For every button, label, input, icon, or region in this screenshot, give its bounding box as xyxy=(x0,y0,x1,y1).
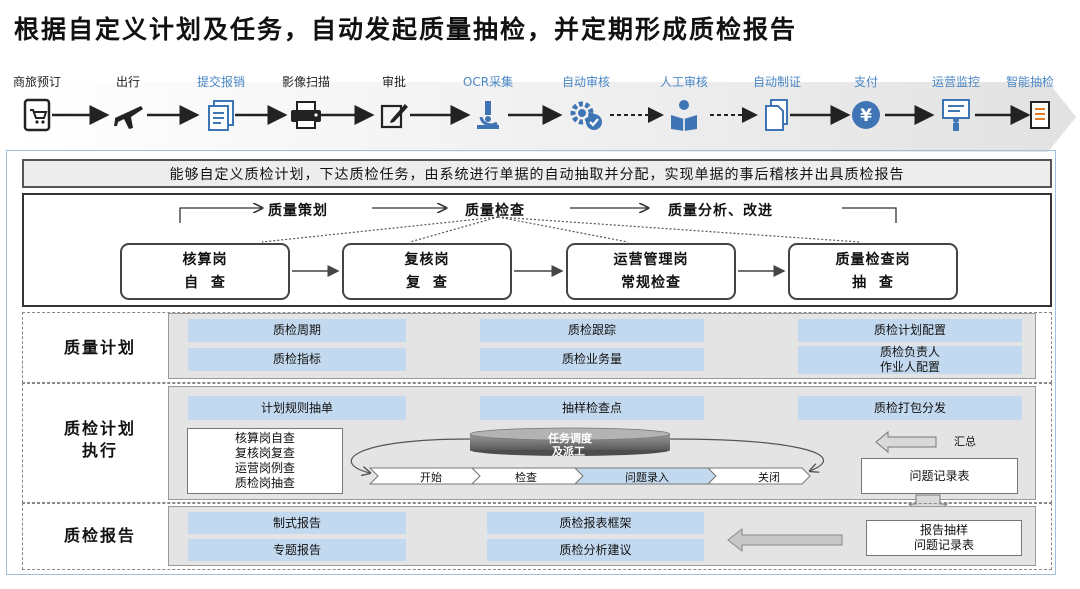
svg-text:¥: ¥ xyxy=(860,106,872,126)
step-label-inspection: 智能抽检 xyxy=(1005,75,1055,89)
self-check-review: 复核岗复查 xyxy=(234,446,295,460)
role-quality-action: 抽 查 xyxy=(852,274,894,291)
role-connectors xyxy=(292,265,786,277)
step-label-auto-audit: 自动审核 xyxy=(561,75,611,89)
submit-document-icon xyxy=(202,96,240,134)
chip-standard-report: 制式报告 xyxy=(188,512,406,534)
section-plan-execution xyxy=(22,383,1052,503)
step-label-travel: 出行 xyxy=(115,75,141,89)
section-exec-label-line1: 质检计划 xyxy=(63,419,136,438)
role-accounting-action: 自 查 xyxy=(184,274,226,291)
scanner-icon xyxy=(287,96,325,134)
role-accounting: 核算岗 自 查 xyxy=(120,243,290,300)
description-banner: 能够自定义质检计划，下达质检任务，由系统进行单据的自动抽取并分配，实现单据的事后… xyxy=(22,159,1052,188)
step-label-manual-audit: 人工审核 xyxy=(659,75,709,89)
step-label-approve: 审批 xyxy=(381,75,407,89)
chip-checkpoints: 抽样检查点 xyxy=(480,396,704,420)
role-quality-title: 质量检查岗 xyxy=(835,251,911,268)
self-check-list: 核算岗自查 复核岗复查 运营岗例查 质检岗抽查 xyxy=(187,428,343,494)
step-label-scan: 影像扫描 xyxy=(281,75,331,89)
main-frame xyxy=(6,150,1056,575)
chip-package-dispatch: 质检打包分发 xyxy=(798,396,1022,420)
chevron-issue-entry: 问题录入 xyxy=(625,471,669,484)
chip-volume: 质检业务量 xyxy=(480,348,704,371)
chevron-check: 检查 xyxy=(515,471,537,484)
chip-indicators: 质检指标 xyxy=(188,348,406,371)
dispatch-label-1: 任务调度 xyxy=(548,432,592,445)
chevron-start: 开始 xyxy=(420,471,442,484)
chip-cycle: 质检周期 xyxy=(188,319,406,342)
chip-rule-sampling: 计划规则抽单 xyxy=(188,396,406,420)
approval-pen-icon xyxy=(375,96,413,134)
section-exec-label: 质检计划 执行 xyxy=(30,410,170,470)
section-quality-plan xyxy=(22,312,1052,383)
chip-special-report: 专题报告 xyxy=(188,539,406,561)
process-connectors xyxy=(52,105,1031,125)
chip-report-framework: 质检报表框架 xyxy=(487,512,704,534)
section-quality-report xyxy=(22,503,1052,570)
section-report-label: 质检报告 xyxy=(63,526,136,545)
role-operations: 运营管理岗 常规检查 xyxy=(566,243,736,300)
role-accounting-title: 核算岗 xyxy=(182,251,228,268)
person-reading-icon xyxy=(665,96,703,134)
role-review-action: 复 查 xyxy=(406,274,448,291)
phase-inspection: 质量检查 xyxy=(465,203,525,219)
summary-arrow xyxy=(875,430,937,454)
dispatch-cycle xyxy=(350,427,824,485)
role-operations-title: 运营管理岗 xyxy=(613,251,689,268)
yen-coin-icon: ¥ xyxy=(847,96,885,134)
step-label-voucher: 自动制证 xyxy=(752,75,802,89)
step-label-monitor: 运营监控 xyxy=(931,75,981,89)
chip-owner-line1: 质检负责人 xyxy=(879,345,940,359)
dispatch-label-2: 及派工 xyxy=(552,445,585,458)
role-operations-action: 常规检查 xyxy=(621,274,681,291)
chip-owner-config: 质检负责人 作业人配置 xyxy=(798,345,1022,374)
chip-owner-line2: 作业人配置 xyxy=(879,360,940,374)
chevron-close: 关闭 xyxy=(758,471,780,484)
report-arrow xyxy=(727,527,843,553)
step-label-pay: 支付 xyxy=(853,75,879,89)
chip-plan-config: 质检计划配置 xyxy=(798,319,1022,342)
section-plan-label: 质量计划 xyxy=(63,337,136,357)
role-review-title: 复核岗 xyxy=(404,251,450,268)
step-label-submit: 提交报销 xyxy=(196,75,246,89)
report-sampling-box: 报告抽样 问题记录表 xyxy=(866,520,1022,556)
phase-planning: 质量策划 xyxy=(268,203,328,219)
role-review: 复核岗 复 查 xyxy=(342,243,512,300)
chip-tracking: 质检跟踪 xyxy=(480,319,704,342)
section-exec-label-line2: 执行 xyxy=(81,441,118,460)
phase-analysis: 质量分析、改进 xyxy=(668,203,773,219)
self-check-accounting: 核算岗自查 xyxy=(234,431,295,445)
microscope-icon xyxy=(469,96,507,134)
process-ribbon xyxy=(8,82,1076,152)
voucher-icon xyxy=(758,96,796,134)
gear-check-icon xyxy=(567,96,605,134)
self-check-quality: 质检岗抽查 xyxy=(234,476,295,490)
chip-analysis-suggestions: 质检分析建议 xyxy=(487,539,704,561)
issue-record-table: 问题记录表 xyxy=(861,458,1018,494)
report-sampling-line2: 问题记录表 xyxy=(913,538,974,552)
summary-label: 汇总 xyxy=(954,435,976,448)
issue-record-table-label: 问题记录表 xyxy=(909,468,970,483)
self-check-operations: 运营岗例查 xyxy=(234,461,295,475)
quality-flow-box xyxy=(22,193,1052,307)
step-label-ocr: OCR采集 xyxy=(462,75,514,89)
monitor-presenter-icon xyxy=(937,96,975,134)
shop-cart-icon xyxy=(18,96,56,134)
report-document-icon xyxy=(1021,96,1059,134)
step-label-booking: 商旅预订 xyxy=(12,75,62,89)
airplane-icon xyxy=(109,96,147,134)
quality-flow-lines xyxy=(179,190,897,243)
role-quality: 质量检查岗 抽 查 xyxy=(788,243,958,300)
page-title: 根据自定义计划及任务，自动发起质量抽检，并定期形成质检报告 xyxy=(14,15,798,44)
report-sampling-line1: 报告抽样 xyxy=(919,523,968,537)
